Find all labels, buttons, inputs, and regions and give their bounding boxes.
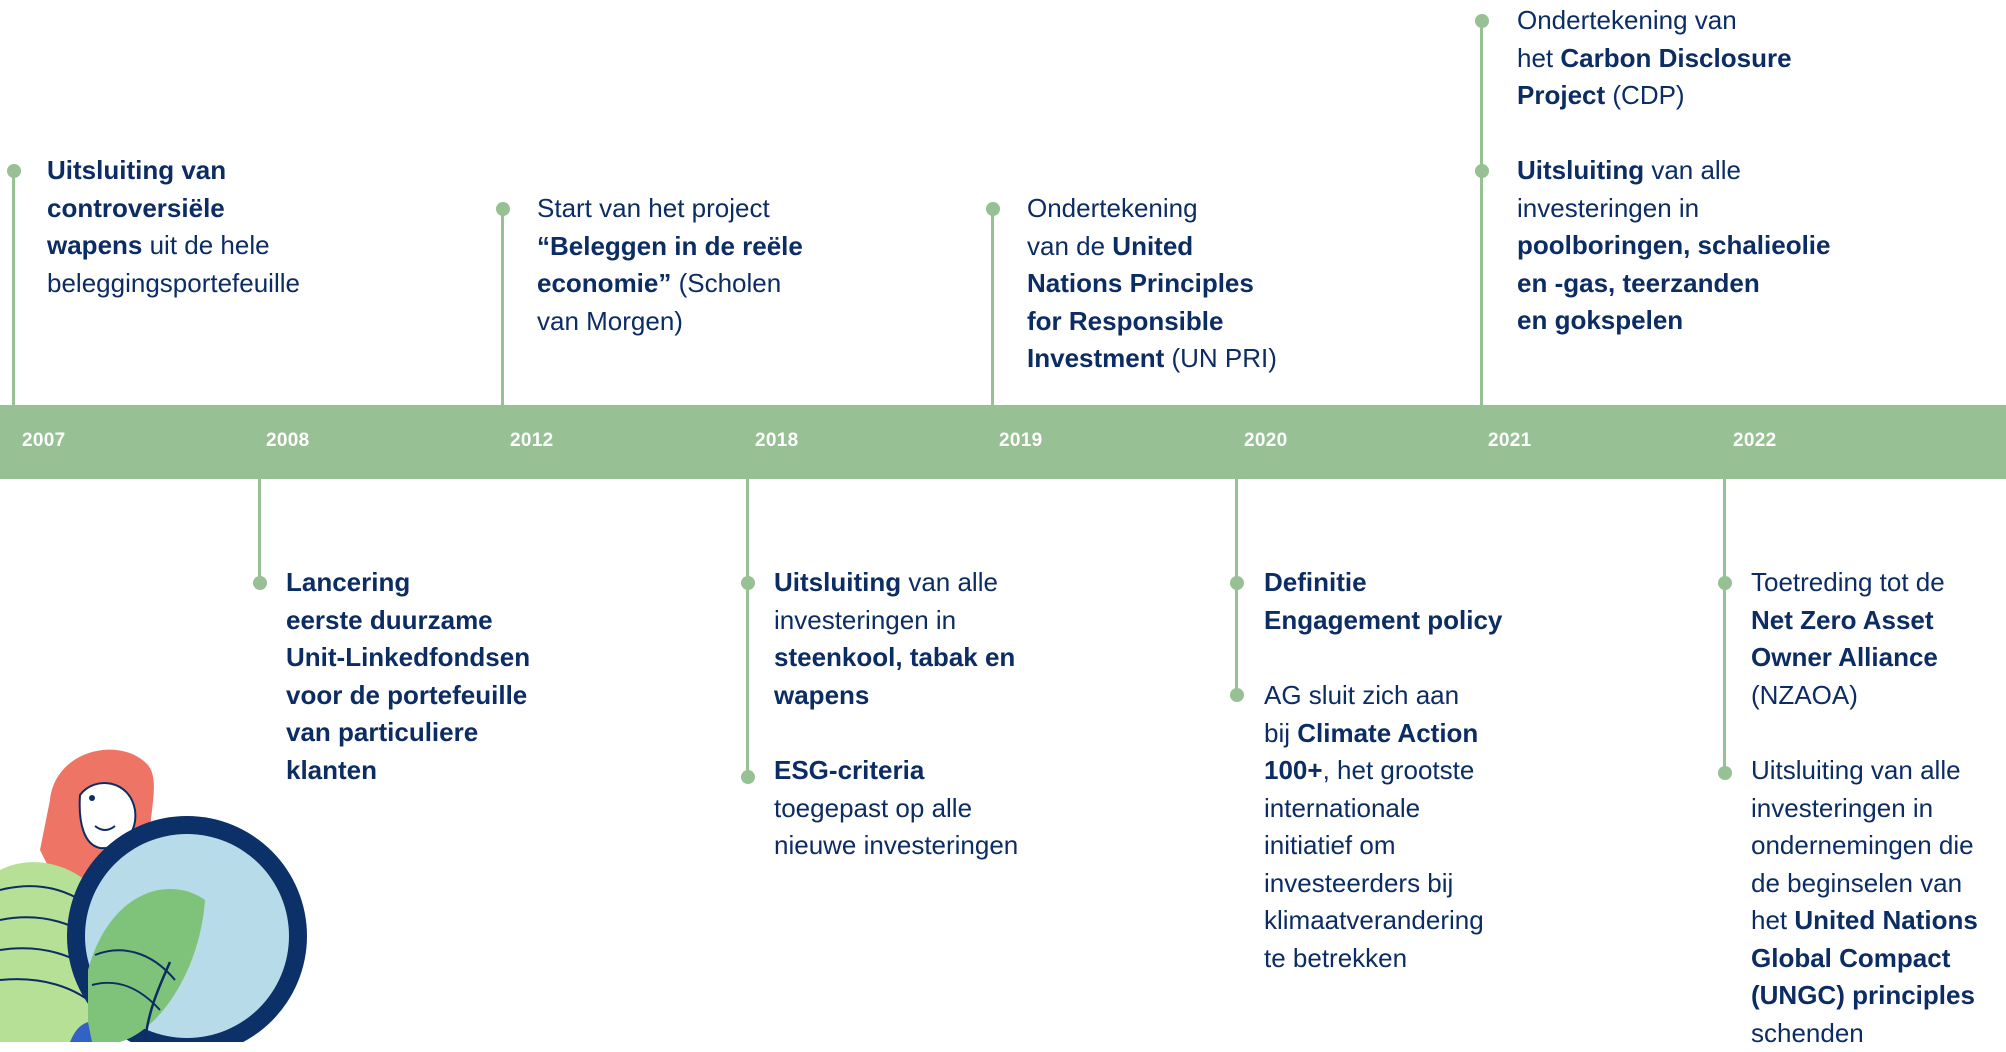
year-label-2021: 2021 <box>1488 430 1532 451</box>
year-label-2007: 2007 <box>22 430 66 451</box>
connector-2007 <box>12 170 15 406</box>
connector-2012 <box>501 208 504 406</box>
dot-2021a <box>1475 14 1489 28</box>
dot-2019 <box>986 202 1000 216</box>
event-2012: Start van het project “Beleggen in de re… <box>537 193 803 336</box>
timeline-band <box>0 405 2006 479</box>
event-2020-ca100: AG sluit zich aan bij Climate Action 100… <box>1264 680 1484 973</box>
connector-2019 <box>991 208 994 406</box>
event-2008: Lancering eerste duurzame Unit-Linkedfon… <box>286 567 531 785</box>
year-label-2018: 2018 <box>755 430 799 451</box>
event-2020-engagement: Definitie Engagement policy <box>1264 567 1503 635</box>
dot-2022b <box>1718 766 1732 780</box>
dot-2018a <box>741 576 755 590</box>
event-2019: Ondertekening van de United Nations Prin… <box>1027 193 1277 373</box>
connector-2021 <box>1480 20 1483 406</box>
woman-magnifier-illustration <box>0 749 307 1042</box>
year-label-2008: 2008 <box>266 430 310 451</box>
event-2022-nzaoa: Toetreding tot de Net Zero Asset Owner A… <box>1751 567 1945 710</box>
dot-2020a <box>1230 576 1244 590</box>
dot-2008 <box>253 576 267 590</box>
connector-2022 <box>1723 478 1726 774</box>
event-2018-esg: ESG-criteria toegepast op alle nieuwe in… <box>774 755 1019 860</box>
year-label-2022: 2022 <box>1733 430 1777 451</box>
dot-2012 <box>496 202 510 216</box>
dot-2022a <box>1718 576 1732 590</box>
event-2018-exclusion: Uitsluiting van alle investeringen in st… <box>774 567 1016 710</box>
year-label-2019: 2019 <box>999 430 1043 451</box>
event-2021-cdp: Ondertekening van het Carbon Disclosure … <box>1517 5 1792 110</box>
dot-2020b <box>1230 688 1244 702</box>
year-label-2012: 2012 <box>510 430 554 451</box>
connector-2008 <box>258 478 261 584</box>
dot-2018b <box>741 770 755 784</box>
event-2021-exclusion: Uitsluiting van alle investeringen in po… <box>1517 155 1831 335</box>
event-2022-ungc: Uitsluiting van alle investeringen in on… <box>1751 755 1978 1048</box>
year-label-2020: 2020 <box>1244 430 1288 451</box>
dot-2021b <box>1475 164 1489 178</box>
event-2007: Uitsluiting van controversiële wapens ui… <box>47 155 300 298</box>
dot-2007 <box>7 164 21 178</box>
connector-2018 <box>746 478 749 778</box>
